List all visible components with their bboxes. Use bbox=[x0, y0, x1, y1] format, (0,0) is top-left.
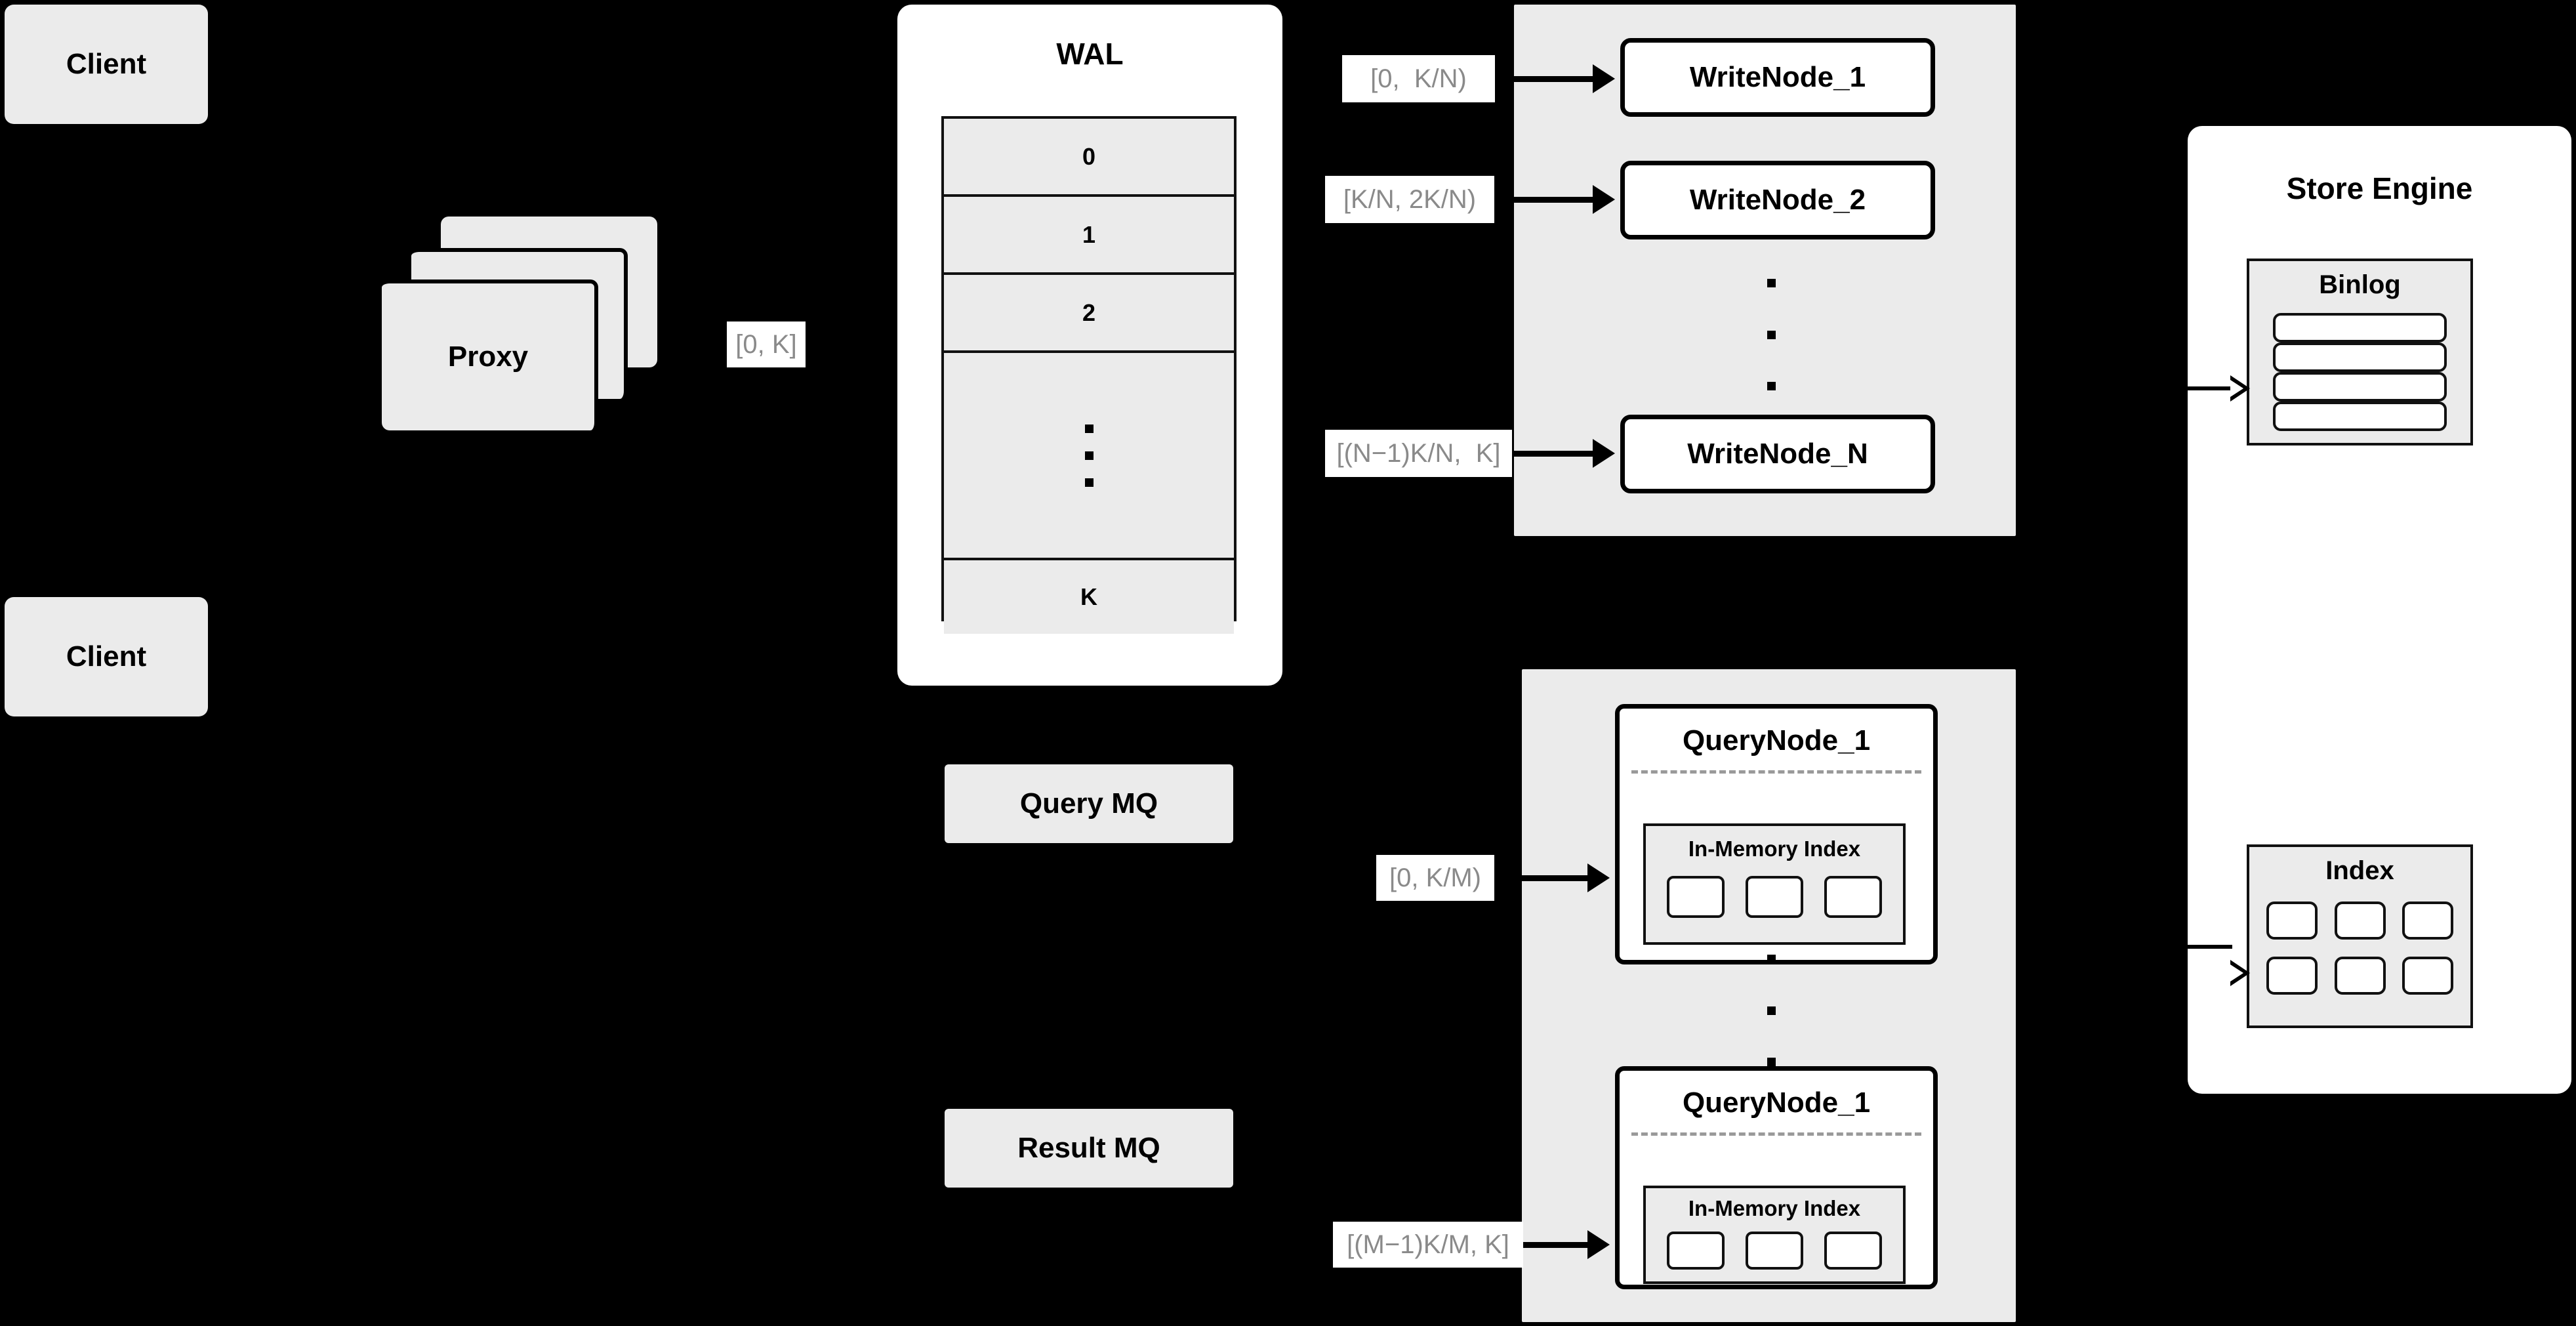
binlog-row[interactable] bbox=[2273, 372, 2447, 402]
index-cell[interactable] bbox=[1746, 876, 1803, 918]
binlog-row[interactable] bbox=[2273, 402, 2447, 431]
query-node-m[interactable]: QueryNode_1 In-Memory Index bbox=[1615, 1066, 1938, 1289]
arrow-head-write-1 bbox=[1593, 64, 1615, 93]
write-node-n[interactable]: WriteNode_N bbox=[1620, 415, 1935, 493]
proxy-stack[interactable]: Proxy bbox=[382, 217, 657, 433]
edge-label-text: [(N−1)K/N, K] bbox=[1336, 438, 1501, 468]
edge-label-write-node-n: [(N−1)K/N, K] bbox=[1325, 430, 1512, 477]
write-node-ellipsis-icon bbox=[1765, 279, 1778, 390]
client-box-2[interactable]: Client bbox=[5, 597, 208, 716]
wal-panel: WAL 0 1 2 K bbox=[897, 5, 1282, 686]
binlog-title: Binlog bbox=[2319, 270, 2401, 299]
index-cell[interactable] bbox=[1667, 876, 1725, 918]
wal-row[interactable]: 2 bbox=[944, 275, 1234, 353]
store-engine-panel: Store Engine Binlog Index bbox=[2188, 126, 2571, 1094]
query-node-1[interactable]: QueryNode_1 In-Memory Index bbox=[1615, 704, 1938, 964]
edge-label-text: [0, K/N) bbox=[1370, 64, 1467, 93]
client-label-1: Client bbox=[66, 48, 147, 80]
query-node-m-divider bbox=[1631, 1132, 1921, 1136]
edge-label-query-node-1: [0, K/M) bbox=[1376, 855, 1494, 901]
arrow-head-to-binlog bbox=[2230, 375, 2250, 402]
arrow-head-write-n bbox=[1593, 439, 1615, 468]
arrow-line-to-binlog bbox=[2188, 386, 2232, 390]
edge-label-write-node-1: [0, K/N) bbox=[1342, 55, 1495, 102]
edge-label-text: [0, K/M) bbox=[1389, 863, 1482, 892]
result-mq-label: Result MQ bbox=[1017, 1132, 1160, 1164]
store-index-cell[interactable] bbox=[2402, 901, 2454, 940]
edge-label-text: [0, K] bbox=[735, 329, 797, 359]
store-index-cell[interactable] bbox=[2266, 957, 2318, 995]
arrow-line-write-2 bbox=[1514, 197, 1593, 203]
edge-label-query-node-m: [(M−1)K/M, K] bbox=[1333, 1222, 1523, 1268]
query-node-ellipsis-icon bbox=[1765, 955, 1778, 1066]
binlog-row[interactable] bbox=[2273, 342, 2447, 372]
index-cell[interactable] bbox=[1746, 1232, 1803, 1270]
store-index-cell[interactable] bbox=[2334, 957, 2386, 995]
index-cell[interactable] bbox=[1824, 876, 1882, 918]
wal-title: WAL bbox=[1056, 37, 1124, 71]
in-memory-index-m-title: In-Memory Index bbox=[1688, 1196, 1861, 1220]
proxy-card-front[interactable]: Proxy bbox=[382, 280, 598, 430]
arrow-line-query-1 bbox=[1522, 875, 1587, 881]
store-index-cell[interactable] bbox=[2402, 957, 2454, 995]
wal-row[interactable]: 1 bbox=[944, 197, 1234, 275]
write-node-2-label: WriteNode_2 bbox=[1689, 184, 1866, 216]
query-node-1-label: QueryNode_1 bbox=[1682, 724, 1871, 756]
wal-row-ellipsis bbox=[944, 353, 1234, 560]
query-node-m-label: QueryNode_1 bbox=[1682, 1087, 1871, 1119]
arrow-line-write-1 bbox=[1514, 76, 1593, 82]
store-index-cell[interactable] bbox=[2334, 901, 2386, 940]
index-cell[interactable] bbox=[1667, 1232, 1725, 1270]
write-node-1[interactable]: WriteNode_1 bbox=[1620, 38, 1935, 117]
index-title: Index bbox=[2325, 856, 2394, 885]
arrow-head-query-m bbox=[1587, 1230, 1610, 1259]
edge-label-write-node-2: [K/N, 2K/N) bbox=[1325, 176, 1494, 223]
wal-table: 0 1 2 K bbox=[941, 116, 1237, 634]
query-mq-box[interactable]: Query MQ bbox=[945, 764, 1233, 843]
vertical-dots-icon bbox=[1084, 415, 1094, 496]
write-node-n-label: WriteNode_N bbox=[1687, 438, 1868, 470]
query-mq-label: Query MQ bbox=[1019, 787, 1158, 819]
arrow-line-write-n bbox=[1514, 451, 1593, 457]
edge-label-text: [(M−1)K/M, K] bbox=[1347, 1230, 1509, 1259]
wal-row[interactable]: 0 bbox=[944, 119, 1234, 197]
client-box-1[interactable]: Client bbox=[5, 5, 208, 124]
in-memory-index-1-title: In-Memory Index bbox=[1688, 837, 1861, 861]
wal-row[interactable]: K bbox=[944, 560, 1234, 634]
in-memory-index-1: In-Memory Index bbox=[1643, 823, 1906, 945]
arrow-line-to-index bbox=[2188, 945, 2232, 949]
store-index-cell[interactable] bbox=[2266, 901, 2318, 940]
arrow-line-query-m bbox=[1523, 1242, 1587, 1248]
store-engine-title: Store Engine bbox=[2286, 171, 2473, 205]
in-memory-index-m: In-Memory Index bbox=[1643, 1186, 1906, 1284]
binlog-row[interactable] bbox=[2273, 313, 2447, 342]
arrow-head-write-2 bbox=[1593, 185, 1615, 214]
edge-label-text: [K/N, 2K/N) bbox=[1343, 184, 1477, 214]
write-node-1-label: WriteNode_1 bbox=[1689, 61, 1866, 93]
result-mq-box[interactable]: Result MQ bbox=[945, 1109, 1233, 1188]
arrow-head-to-index bbox=[2230, 960, 2250, 986]
index-cell[interactable] bbox=[1824, 1232, 1882, 1270]
query-node-1-divider bbox=[1631, 770, 1921, 774]
index-block: Index bbox=[2247, 844, 2473, 1028]
client-label-2: Client bbox=[66, 640, 147, 673]
edge-label-proxy-to-wal: [0, K] bbox=[727, 321, 806, 367]
write-node-2[interactable]: WriteNode_2 bbox=[1620, 161, 1935, 239]
arrow-head-query-1 bbox=[1587, 863, 1610, 892]
proxy-label: Proxy bbox=[447, 341, 529, 373]
binlog-block: Binlog bbox=[2247, 259, 2473, 445]
